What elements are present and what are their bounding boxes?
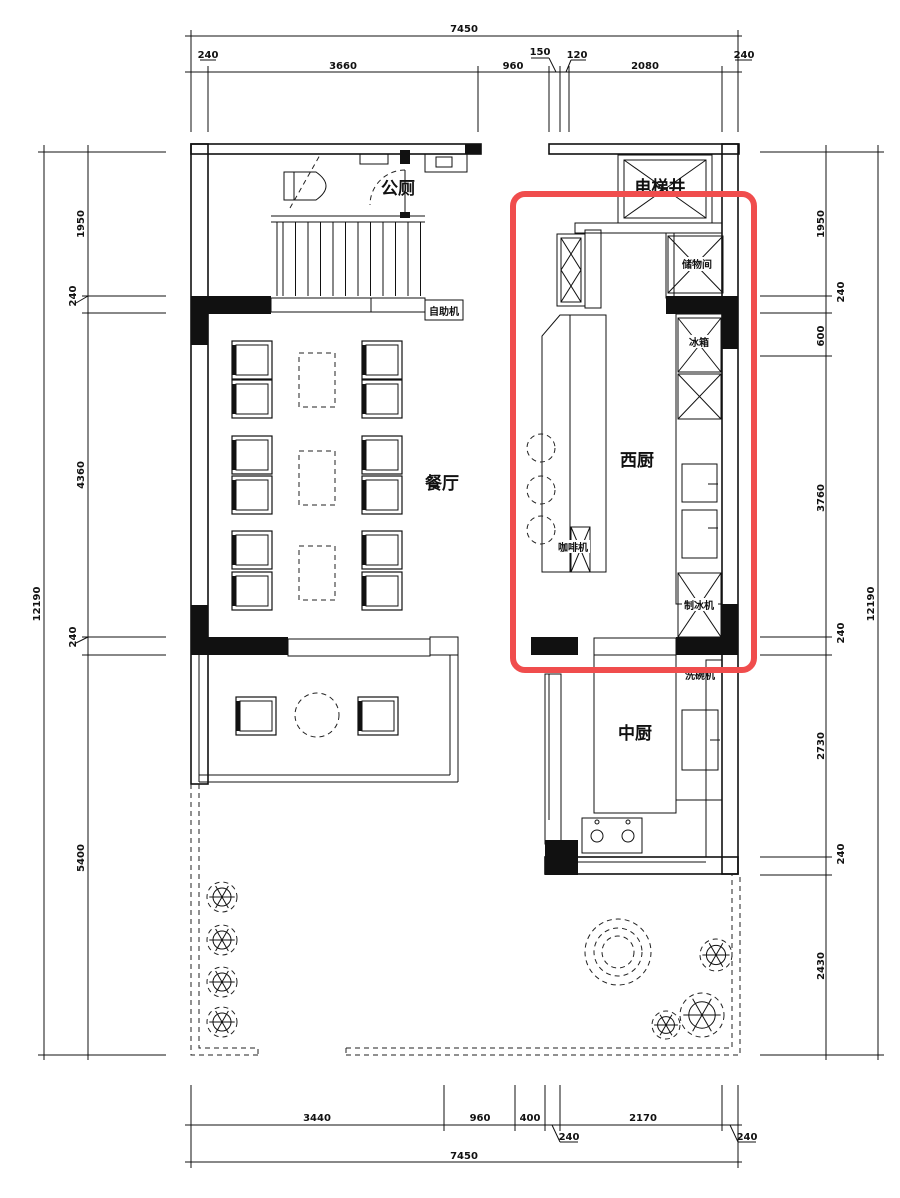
top-dim-4: 150	[530, 47, 551, 58]
western-kitchen-label: 西厨	[620, 451, 654, 471]
left-dim-2: 240	[68, 286, 79, 307]
structural-columns	[191, 144, 738, 875]
top-dim-7: 240	[734, 50, 755, 61]
shrub	[206, 881, 238, 913]
chair	[231, 571, 273, 611]
right-dim-7: 240	[836, 844, 847, 865]
chair	[361, 435, 403, 475]
ice-maker-label: 制冰机	[684, 599, 714, 612]
western-kitchen-highlight	[510, 191, 757, 673]
dining-label: 餐厅	[425, 473, 459, 494]
dining-table	[298, 450, 336, 506]
right-total-dim: 12190	[866, 587, 877, 622]
shrub	[206, 924, 238, 956]
chair	[361, 571, 403, 611]
top-dim-1: 240	[198, 50, 219, 61]
bottom-total-dim: 7450	[450, 1151, 478, 1162]
staircase	[271, 215, 425, 296]
terrace-lounge	[198, 655, 459, 783]
dining-furniture	[231, 340, 403, 611]
coffee-machine-label: 咖啡机	[558, 541, 588, 554]
garden-boundary	[190, 784, 741, 1056]
elevator-shaft	[617, 154, 713, 224]
chair	[361, 475, 403, 515]
chair	[361, 379, 403, 419]
top-dim-3: 960	[503, 61, 524, 72]
interior-walls	[270, 222, 723, 858]
chair	[231, 435, 273, 475]
dining-table	[298, 352, 336, 408]
left-total-dim: 12190	[32, 587, 43, 622]
chair	[361, 530, 403, 570]
top-total-dim: 7450	[450, 24, 478, 35]
bottom-dim-1: 3440	[303, 1113, 331, 1124]
shrub	[699, 938, 733, 972]
top-dimension-lines	[185, 30, 752, 132]
fridge-label: 冰箱	[689, 336, 709, 349]
bottom-dim-2: 960	[470, 1113, 491, 1124]
right-dim-2: 240	[836, 282, 847, 303]
top-dim-5: 120	[567, 50, 588, 61]
storage-label: 储物间	[681, 258, 712, 271]
bottom-dim-4: 240	[559, 1132, 580, 1143]
western-kitchen-fixtures	[526, 313, 723, 638]
right-dim-5: 240	[836, 623, 847, 644]
bottom-dimension-lines	[185, 1085, 756, 1168]
shrub	[206, 1006, 238, 1038]
bottom-dim-6: 240	[737, 1132, 758, 1143]
left-dim-5: 5400	[76, 844, 87, 872]
left-dim-1: 1950	[76, 210, 87, 238]
shelf-rack	[556, 233, 586, 307]
left-dimension-lines	[38, 145, 166, 1060]
toilet-label: 公厕	[381, 179, 415, 199]
outer-walls	[190, 143, 740, 875]
left-dim-3: 4360	[76, 461, 87, 489]
chair	[361, 340, 403, 380]
vending-label: 自助机	[429, 305, 459, 318]
garden-shrubs	[206, 881, 733, 1040]
right-dim-3: 600	[816, 326, 827, 347]
chinese-kitchen-fixtures	[544, 654, 723, 863]
shrub	[679, 992, 725, 1038]
right-dim-4: 3760	[816, 484, 827, 512]
top-dim-6: 2080	[631, 61, 659, 72]
chair	[231, 475, 273, 515]
dining-table	[298, 545, 336, 601]
shrub	[206, 966, 238, 998]
right-dim-8: 2430	[816, 952, 827, 980]
chair	[231, 340, 273, 380]
chair	[231, 530, 273, 570]
chair	[231, 379, 273, 419]
storage-cabinet	[667, 235, 724, 294]
toilet-room	[207, 153, 468, 218]
shrub	[651, 1010, 681, 1040]
bottom-dim-3: 400	[520, 1113, 541, 1124]
bottom-dim-5: 2170	[629, 1113, 657, 1124]
chinese-kitchen-label: 中厨	[618, 723, 652, 744]
chair	[235, 696, 277, 736]
right-dim-6: 2730	[816, 732, 827, 760]
right-dim-1: 1950	[816, 210, 827, 238]
left-dim-4: 240	[68, 627, 79, 648]
right-dimension-lines	[760, 145, 884, 1060]
chair	[357, 696, 399, 736]
top-dim-2: 3660	[329, 61, 357, 72]
